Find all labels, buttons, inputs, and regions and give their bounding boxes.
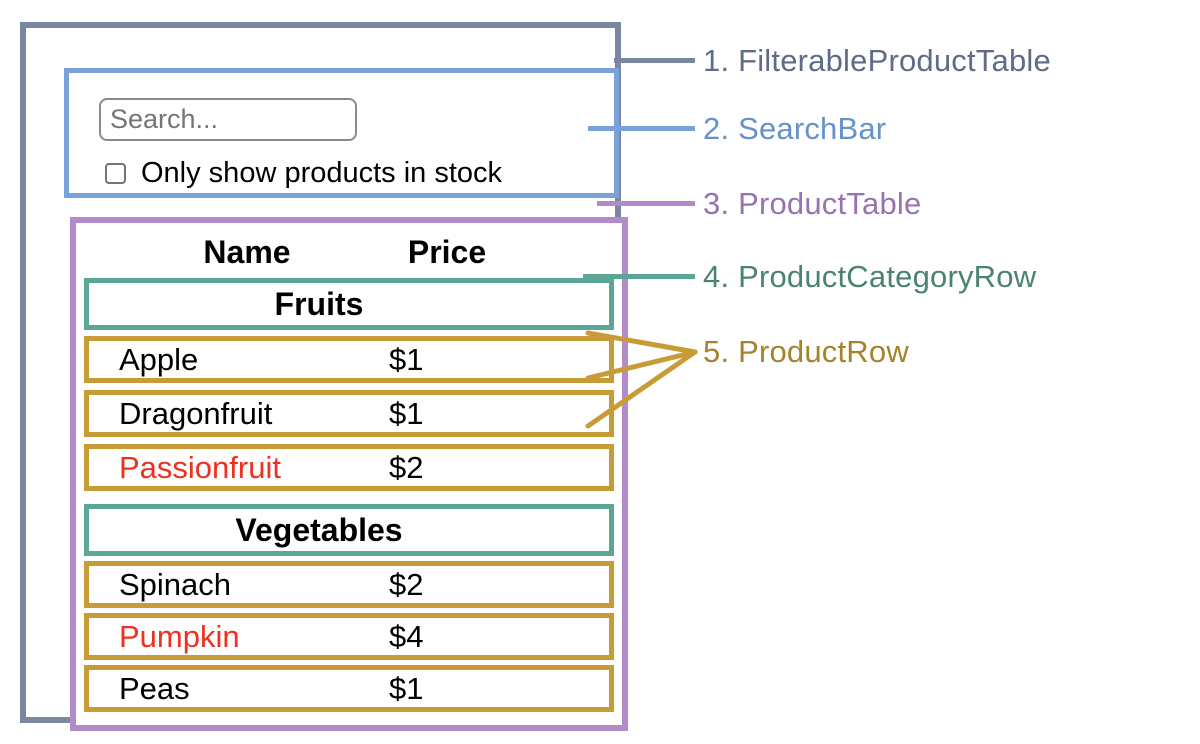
connector-search-bar: [588, 126, 695, 131]
connector-filterable-product-table: [614, 58, 695, 63]
legend-product-category-row: 4. ProductCategoryRow: [703, 259, 1037, 294]
legend-product-row: 5. ProductRow: [703, 334, 909, 369]
product-name: Apple: [119, 341, 199, 377]
category-name: Vegetables: [235, 511, 403, 548]
column-header-price: Price: [407, 234, 487, 270]
product-price: $1: [389, 670, 424, 706]
connector-product-table: [597, 201, 695, 206]
product-row: Pumpkin $4: [84, 613, 614, 660]
product-row: Spinach $2: [84, 561, 614, 608]
product-price: $1: [389, 395, 424, 431]
product-price: $2: [389, 566, 424, 602]
column-header-name: Name: [203, 234, 291, 270]
search-input[interactable]: [99, 98, 357, 141]
product-category-row: Fruits: [84, 278, 614, 330]
category-name: Fruits: [274, 285, 364, 322]
product-row: Apple $1: [84, 336, 614, 383]
legend-filterable-product-table: 1. FilterableProductTable: [703, 43, 1051, 78]
connector-product-category-row: [583, 274, 695, 279]
product-name: Spinach: [119, 566, 232, 602]
product-name-out-of-stock: Pumpkin: [119, 618, 240, 654]
product-price: $1: [389, 341, 424, 377]
product-row: Peas $1: [84, 665, 614, 712]
product-row: Dragonfruit $1: [84, 390, 614, 437]
product-row: Passionfruit $2: [84, 444, 614, 491]
product-price: $2: [389, 449, 424, 485]
legend-search-bar: 2. SearchBar: [703, 111, 887, 146]
product-name-out-of-stock: Passionfruit: [119, 449, 281, 485]
product-name: Dragonfruit: [119, 395, 273, 431]
product-name: Peas: [119, 670, 190, 706]
product-table-box: Name Price Fruits Apple $1 Dragonfruit $…: [70, 217, 628, 731]
connector-product-rows-fan: [585, 330, 698, 429]
product-category-row: Vegetables: [84, 504, 614, 556]
in-stock-filter: Only show products in stock: [105, 157, 502, 190]
in-stock-checkbox[interactable]: [105, 163, 126, 184]
search-bar-box: Only show products in stock: [64, 68, 619, 198]
product-price: $4: [389, 618, 424, 654]
filterable-product-table-box: Only show products in stock Name Price F…: [20, 22, 628, 731]
legend-product-table: 3. ProductTable: [703, 186, 922, 221]
in-stock-checkbox-label: Only show products in stock: [141, 157, 503, 189]
